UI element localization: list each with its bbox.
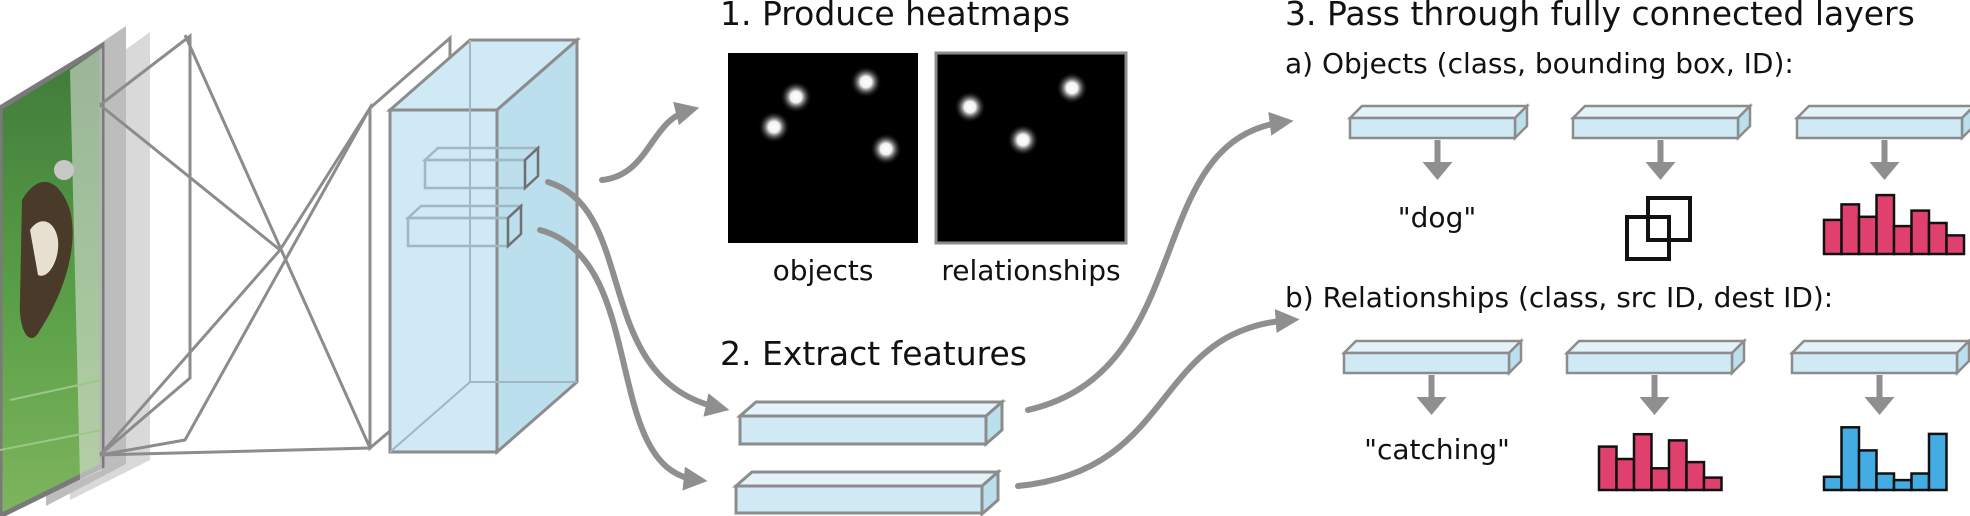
- histogram-bar: [1875, 472, 1896, 492]
- heatmap-spot: [1007, 124, 1039, 156]
- heatmap-spot: [758, 111, 790, 143]
- flow-arrows: [537, 101, 1300, 491]
- histogram-bar: [1857, 215, 1878, 256]
- down-arrow-icon: [1869, 140, 1900, 180]
- fc-layer-block: [1346, 102, 1531, 142]
- histogram-bar: [1822, 218, 1843, 256]
- relationship-class-output: "catching": [1364, 433, 1510, 466]
- down-arrow-icon: [1416, 375, 1447, 415]
- object-feature-vector: [736, 398, 1006, 448]
- histogram-bar: [1667, 439, 1688, 492]
- convolutional-network-icon: [368, 34, 581, 456]
- histogram-bar: [1875, 193, 1896, 256]
- features-title: 2. Extract features: [720, 334, 1027, 373]
- fully-connected-title: 3. Pass through fully connected layers: [1285, 0, 1915, 33]
- fully-connected-layers: [1340, 102, 1970, 415]
- objects-output-label: a) Objects (class, bounding box, ID):: [1285, 47, 1794, 80]
- relationship-feature-vector: [732, 468, 1002, 516]
- histogram-bar: [1650, 467, 1671, 492]
- arrow-to-object-layers: [1025, 111, 1294, 413]
- arrow-to-relationship-layers: [1015, 309, 1300, 489]
- bounding-box-icon: [1625, 196, 1692, 261]
- down-arrow-icon: [1645, 140, 1676, 180]
- histogram-bar: [1615, 457, 1636, 492]
- fc-layer-block: [1340, 337, 1525, 377]
- arrow-to-heatmaps: [599, 101, 700, 183]
- histogram-bar: [1910, 209, 1931, 256]
- histogram-bar: [1840, 203, 1861, 256]
- heatmap-spot: [1056, 72, 1088, 104]
- relationship-src-id-histogram: [1597, 432, 1723, 492]
- fc-layer-block: [1793, 104, 1970, 142]
- objects-heatmap-caption: objects: [773, 254, 874, 287]
- input-photo-stack: [0, 26, 150, 516]
- feature-volume-front: [388, 108, 499, 454]
- histogram-bar: [1892, 478, 1913, 492]
- arrow-to-relationship-features: [537, 227, 708, 491]
- heatmap-spot: [780, 81, 812, 113]
- histogram-bar: [1840, 426, 1861, 492]
- down-arrow-icon: [1639, 375, 1670, 415]
- histogram-bar: [1892, 224, 1913, 256]
- object-class-output: "dog": [1398, 201, 1476, 234]
- objects-heatmap: [728, 53, 918, 243]
- dog-catching-frisbee-photo: [0, 41, 105, 516]
- object-id-histogram: [1822, 193, 1966, 256]
- feature-slice-bottom: [404, 203, 525, 249]
- heatmap-spot: [850, 66, 882, 98]
- down-arrow-icon: [1864, 375, 1895, 415]
- relationships-heatmap: [934, 51, 1128, 245]
- histogram-bar: [1927, 432, 1948, 492]
- histogram-bar: [1702, 476, 1723, 492]
- histogram-bar: [1632, 432, 1653, 492]
- relationships-heatmap-caption: relationships: [941, 254, 1120, 287]
- fc-layer-block: [1563, 337, 1748, 377]
- relationships-output-label: b) Relationships (class, src ID, dest ID…: [1285, 281, 1833, 314]
- feature-slice-top: [421, 145, 542, 191]
- histogram-bar: [1685, 460, 1706, 492]
- arrow-to-object-features: [545, 179, 730, 417]
- histogram-bar: [1910, 472, 1931, 492]
- histogram-bar: [1597, 445, 1618, 492]
- histogram-bar: [1927, 221, 1948, 256]
- fc-layer-block: [1788, 338, 1970, 377]
- heatmap-spot: [954, 91, 986, 123]
- relationship-dest-id-histogram: [1822, 426, 1948, 492]
- down-arrow-icon: [1422, 140, 1453, 180]
- histogram-bar: [1857, 449, 1878, 492]
- heatmap-spot: [870, 133, 902, 165]
- heatmaps-title: 1. Produce heatmaps: [720, 0, 1070, 33]
- fc-layer-block: [1569, 102, 1754, 142]
- feature-volume-inner-lines: [389, 40, 577, 453]
- histogram-bar: [1822, 475, 1843, 492]
- histogram-bar: [1945, 234, 1966, 256]
